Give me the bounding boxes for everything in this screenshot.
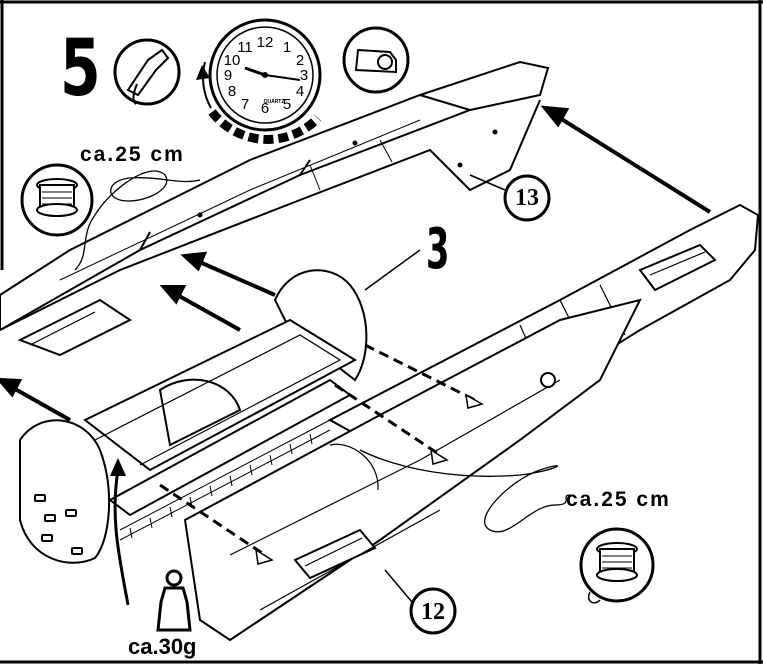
- clock-numeral: 12: [256, 34, 274, 51]
- clock-numeral: 6: [260, 100, 270, 117]
- dashed-arrow-heads: [255, 393, 484, 565]
- lower-fuselage-half: [183, 298, 642, 642]
- weight-label: ca.30g: [128, 634, 197, 659]
- center-frame-section: [83, 318, 358, 517]
- part-12-circle: [409, 587, 457, 635]
- bulkhead-disc-left: [19, 419, 110, 564]
- clock-numeral: 10: [223, 52, 241, 69]
- clock-numeral: 9: [223, 67, 233, 84]
- part-13-circle: [503, 174, 551, 222]
- thread-length-top: ca.25 cm: [80, 143, 185, 166]
- part-number-13: 13: [515, 185, 539, 211]
- clock-numeral: 1: [282, 39, 292, 56]
- part-number-12: 12: [421, 599, 445, 625]
- weight-icon: [156, 569, 192, 632]
- wall-clock-icon: [196, 18, 322, 144]
- upper-fuselage-detail: [59, 119, 498, 281]
- sub-step-number: 3: [426, 217, 450, 282]
- clock-numeral: 4: [295, 83, 305, 100]
- glue-tube-icon: [113, 38, 181, 106]
- thread-length-bottom: ca.25 cm: [566, 488, 671, 511]
- thread-top: [74, 170, 201, 271]
- clock-numeral: 3: [299, 67, 309, 84]
- leader-lines: [364, 174, 506, 603]
- thread-spool-icon: [20, 163, 94, 237]
- dashed-alignment-arrows: [159, 343, 476, 557]
- thread-spool-icon-bottom: [579, 527, 655, 604]
- assembly-arrows: [0, 105, 712, 422]
- weight-insert-arrowhead: [110, 458, 126, 476]
- step-number: 5: [60, 24, 101, 114]
- clock-numeral: 7: [240, 96, 250, 113]
- clock-numeral: 11: [237, 39, 253, 56]
- thread-bottom: [359, 449, 571, 533]
- clock-numeral: 2: [295, 52, 305, 69]
- clock-numeral: 5: [282, 96, 292, 113]
- tape-dispenser-icon: [342, 26, 410, 94]
- clock-brand: QUARTZ: [263, 99, 285, 105]
- weight-insert-arrow: [113, 469, 130, 606]
- clock-numeral: 8: [227, 83, 237, 100]
- upper-fuselage-half: [0, 60, 550, 357]
